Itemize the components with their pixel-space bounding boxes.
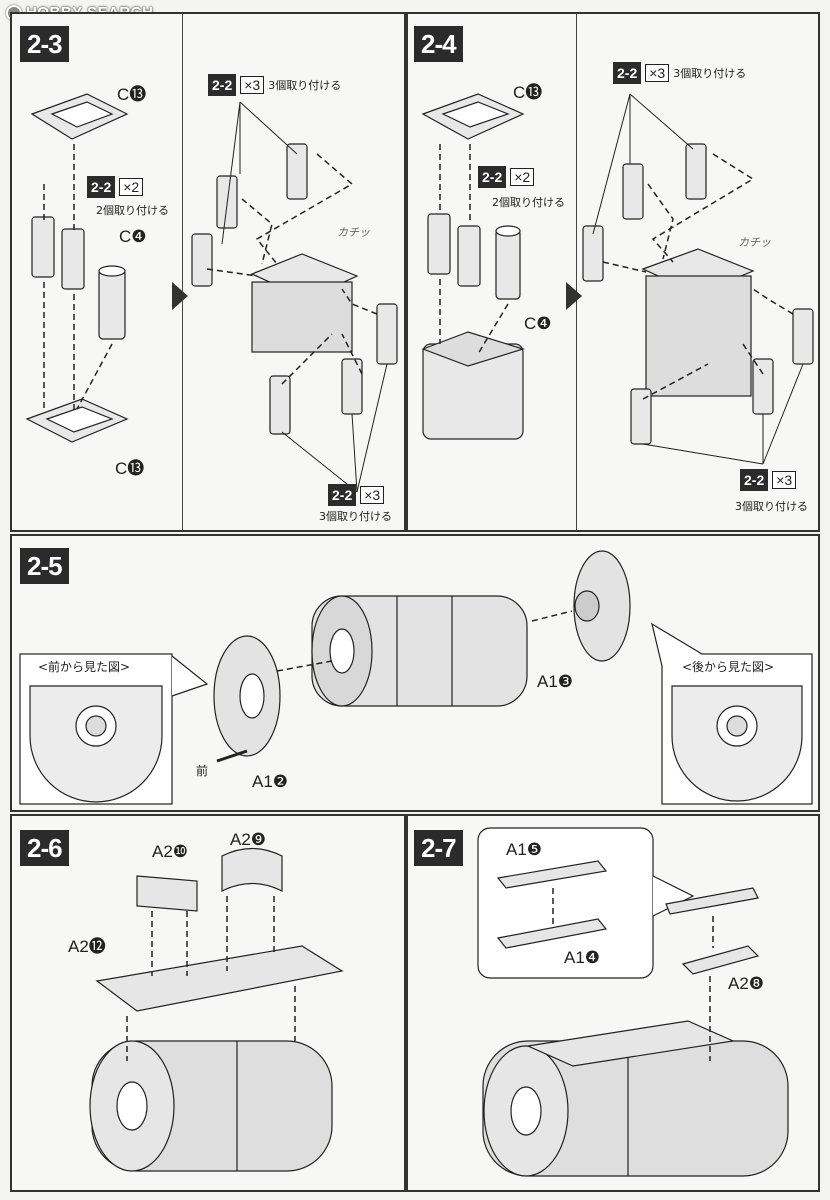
multiplier: ×2 xyxy=(119,178,144,196)
note-attach-three-bottom: 3個取り付ける xyxy=(319,510,392,523)
note-attach-three: 3個取り付ける xyxy=(673,67,747,80)
sound-click-text: カチッ xyxy=(337,226,370,239)
step-flow-arrow-icon xyxy=(566,282,582,310)
ref-tag: 2-2 xyxy=(328,484,357,506)
multiplier: ×3 xyxy=(240,76,265,94)
multiplier: ×3 xyxy=(772,471,797,489)
panel-step-2-3: 2-3 xyxy=(10,12,406,532)
callout-ref-2-2-x3-top: 2-2 ×3 3個取り付ける xyxy=(208,74,341,96)
part-label-a2-9: A2❾ xyxy=(230,830,267,849)
step-number: 2-3 xyxy=(20,26,69,62)
part-label-a1-4: A1❹ xyxy=(564,948,601,967)
callout-ref-2-2-x3-top: 2-2 ×3 3個取り付ける xyxy=(613,62,746,84)
multiplier: ×2 xyxy=(510,168,535,186)
deck-assembly-drawing xyxy=(89,847,344,1172)
multiplier: ×3 xyxy=(360,486,385,504)
note-attach-three: 3個取り付ける xyxy=(268,79,342,92)
ref-tag: 2-2 xyxy=(87,176,116,198)
back-view-title: <後から見た図> xyxy=(682,660,775,674)
panel-step-2-7: 2-7 A1❺ A1❹ A2❽ xyxy=(406,814,820,1192)
panel-step-2-6: 2-6 A2❿ A2❾ A2⓬ xyxy=(10,814,406,1192)
front-direction-label: 前 xyxy=(196,764,209,778)
part-label-a2-10: A2❿ xyxy=(152,842,189,861)
ref-tag: 2-2 xyxy=(478,166,507,188)
multiplier: ×3 xyxy=(645,64,670,82)
frame-top-drawing xyxy=(25,93,398,493)
note-attach-two: 2個取り付ける xyxy=(96,204,169,217)
assembly-drawing-2-4 xyxy=(421,93,814,465)
sound-click-text: カチッ xyxy=(738,236,771,249)
ref-tag: 2-2 xyxy=(740,469,769,491)
note-attach-three-bottom: 3個取り付ける xyxy=(735,500,808,513)
step-flow-arrow-icon xyxy=(172,282,188,310)
rail-assembly-drawing xyxy=(477,827,789,1177)
callout-ref-2-2-x3-bottom: 2-2 ×3 xyxy=(740,469,797,491)
part-label-c4: C❹ xyxy=(524,314,552,333)
part-label-a2-8: A2❽ xyxy=(728,974,765,993)
part-label-c13-top: C⓭ xyxy=(117,85,147,104)
part-label-a1-3: A1❸ xyxy=(537,672,574,691)
panel-divider xyxy=(182,14,183,530)
callout-ref-2-2-x2: 2-2 ×2 xyxy=(478,166,535,188)
callout-ref-2-2-x3-bottom: 2-2 ×3 xyxy=(328,484,385,506)
panel-divider xyxy=(576,14,577,530)
ref-tag: 2-2 xyxy=(613,62,642,84)
step-number: 2-5 xyxy=(20,548,69,584)
step-number: 2-7 xyxy=(414,830,463,866)
part-label-c13-bottom: C⓭ xyxy=(115,459,145,478)
part-label-a2-12: A2⓬ xyxy=(68,937,106,956)
panel-step-2-5: 2-5 xyxy=(10,534,820,812)
part-label-a1-2: A1❷ xyxy=(252,772,289,791)
step-number: 2-6 xyxy=(20,830,69,866)
step-number: 2-4 xyxy=(414,26,463,62)
ref-tag: 2-2 xyxy=(208,74,237,96)
callout-ref-2-2-x2: 2-2 ×2 xyxy=(87,176,144,198)
drum-assembly-drawing xyxy=(19,550,813,805)
front-view-title: <前から見た図> xyxy=(38,660,131,674)
part-label-c13: C⓭ xyxy=(513,83,543,102)
part-label-c4: C❹ xyxy=(119,227,147,246)
panel-step-2-4: 2-4 xyxy=(406,12,820,532)
part-label-a1-5: A1❺ xyxy=(506,840,543,859)
note-attach-two: 2個取り付ける xyxy=(492,196,565,209)
